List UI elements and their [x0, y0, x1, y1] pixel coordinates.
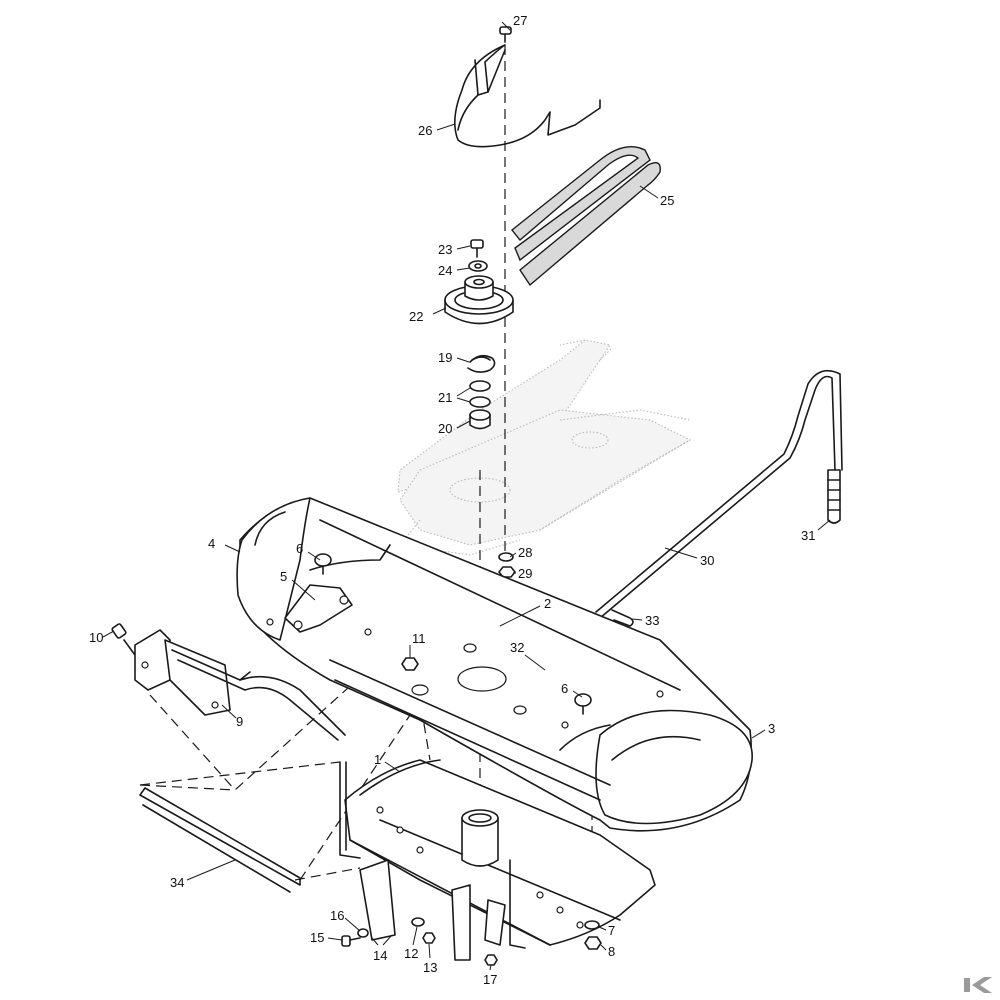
callout-3: 3 [768, 721, 775, 736]
part-7-washer [584, 920, 600, 930]
callout-26: 26 [418, 123, 432, 138]
callout-13: 13 [423, 960, 437, 975]
callout-27: 27 [513, 13, 527, 28]
part-33-cotter-pin [611, 609, 634, 627]
callout-19: 19 [438, 350, 452, 365]
part-19-snap-ring [467, 354, 496, 373]
callout-31: 31 [801, 528, 815, 543]
callout-25: 25 [660, 193, 674, 208]
callout-16: 16 [330, 908, 344, 923]
part-31-handle-grip [827, 469, 841, 524]
callout-22: 22 [409, 309, 423, 324]
part-1-lower-blade-shield [339, 759, 656, 961]
callout-15: 15 [310, 930, 324, 945]
callout-10: 10 [89, 630, 103, 645]
part-6-knob-left [314, 553, 332, 575]
callout-7: 7 [608, 923, 615, 938]
part-30-lift-rod [595, 369, 843, 619]
callout-1: 1 [374, 752, 381, 767]
callout-2: 2 [544, 596, 551, 611]
leader-lines [102, 21, 831, 971]
callout-21: 21 [438, 390, 452, 405]
part-25-v-belt [511, 146, 661, 287]
callout-24: 24 [438, 263, 452, 278]
part-20-bearing [469, 409, 491, 430]
callout-9: 9 [236, 714, 243, 729]
callout-33: 33 [645, 613, 659, 628]
callout-6-right: 6 [561, 681, 568, 696]
part-23-bolt [470, 239, 484, 258]
callout-32: 32 [510, 640, 524, 655]
part-28-washer [498, 552, 514, 562]
callout-4: 4 [208, 536, 215, 551]
part-8-nut [584, 936, 602, 950]
callout-30: 30 [700, 553, 714, 568]
ghost-deck-frame [397, 339, 692, 556]
callout-34: 34 [170, 875, 184, 890]
callout-6-left: 6 [296, 541, 303, 556]
part-34-side-arm [139, 787, 301, 893]
callout-17: 17 [483, 972, 497, 987]
callout-23: 23 [438, 242, 452, 257]
part-12-washer [411, 917, 425, 927]
callout-20: 20 [438, 421, 452, 436]
part-13-nut [422, 932, 436, 944]
callout-29: 29 [518, 566, 532, 581]
part-21-spacer [469, 380, 491, 408]
part-24-washer [468, 260, 488, 272]
callout-14: 14 [373, 948, 387, 963]
part-10-bolt [111, 623, 136, 656]
part-16-washer [357, 928, 369, 938]
part-15-bolt [341, 935, 361, 947]
callout-5: 5 [280, 569, 287, 584]
callout-12: 12 [404, 946, 418, 961]
callout-labels: 27 26 25 23 24 22 19 21 20 28 29 30 31 3… [89, 13, 815, 987]
part-26-wire-bracket [454, 44, 601, 148]
callout-28: 28 [518, 545, 532, 560]
part-9-lever-bracket [134, 629, 346, 741]
part-2-blade-housing [236, 497, 753, 832]
part-17-nut [484, 954, 498, 966]
part-11-nut [401, 657, 419, 671]
part-5-bracket [284, 584, 353, 633]
part-22-pulley [444, 275, 514, 325]
callout-11: 11 [412, 631, 426, 646]
callout-8: 8 [608, 944, 615, 959]
brand-k-logo-icon [964, 977, 992, 993]
part-6-knob-right [574, 693, 592, 715]
